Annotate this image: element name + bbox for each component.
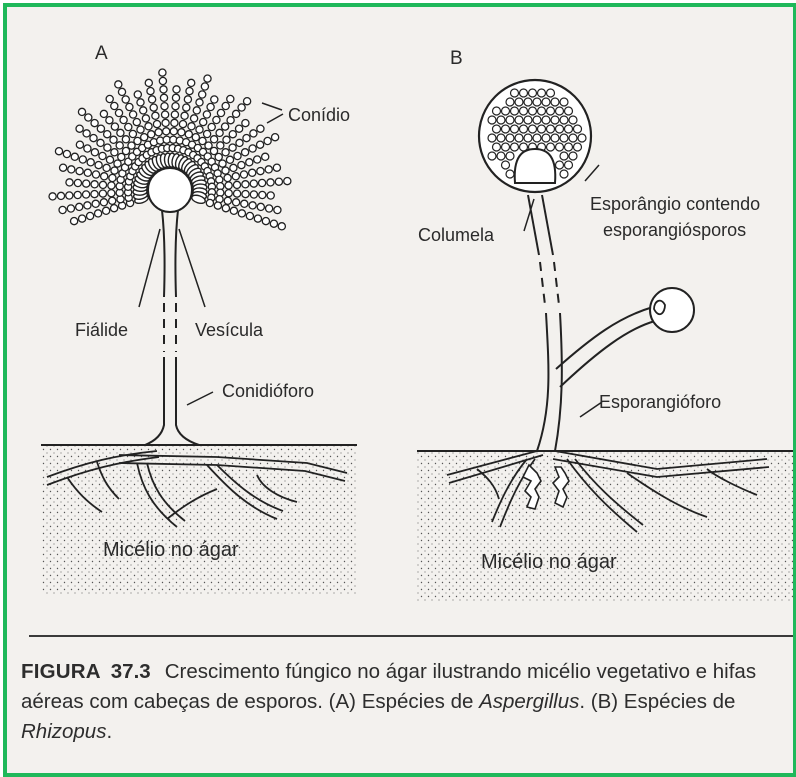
panel-b-letter: B xyxy=(450,48,463,69)
caption-genus-a: Aspergillus xyxy=(479,690,579,713)
agar-surface-a xyxy=(41,445,357,595)
panel-a-letter: A xyxy=(95,43,108,64)
caption-text-2: . (B) Espécies de xyxy=(579,690,735,713)
label-micelio-a: Micélio no ágar xyxy=(103,539,239,561)
label-esporangioforo: Esporangióforo xyxy=(599,392,721,412)
caption-rule xyxy=(29,635,796,637)
columella xyxy=(515,149,556,183)
label-conidio: Conídio xyxy=(288,105,350,125)
panel-b xyxy=(417,80,793,601)
figure-frame: A Conídio Fiálide Vesícula Conidióforo M… xyxy=(3,3,796,777)
label-esporangio-2: esporangiósporos xyxy=(603,220,746,240)
label-micelio-b: Micélio no ágar xyxy=(481,551,617,573)
caption-genus-b: Rhizopus xyxy=(21,720,106,743)
vesicle xyxy=(148,168,192,212)
label-vesicula: Vesícula xyxy=(195,320,264,340)
label-conidioforo: Conidióforo xyxy=(222,381,314,401)
caption-figure-label: FIGURA xyxy=(21,660,101,683)
agar-surface-b xyxy=(417,451,793,601)
fungal-growth-diagram: A Conídio Fiálide Vesícula Conidióforo M… xyxy=(7,7,793,627)
small-columella xyxy=(654,301,665,315)
label-columela: Columela xyxy=(418,225,495,245)
caption-figure-number: 37.3 xyxy=(111,660,151,683)
label-esporangio-1: Esporângio contendo xyxy=(590,194,760,214)
caption-text-3: . xyxy=(106,720,112,743)
conidiophore-a xyxy=(145,210,199,445)
label-fialide: Fiálide xyxy=(75,320,128,340)
